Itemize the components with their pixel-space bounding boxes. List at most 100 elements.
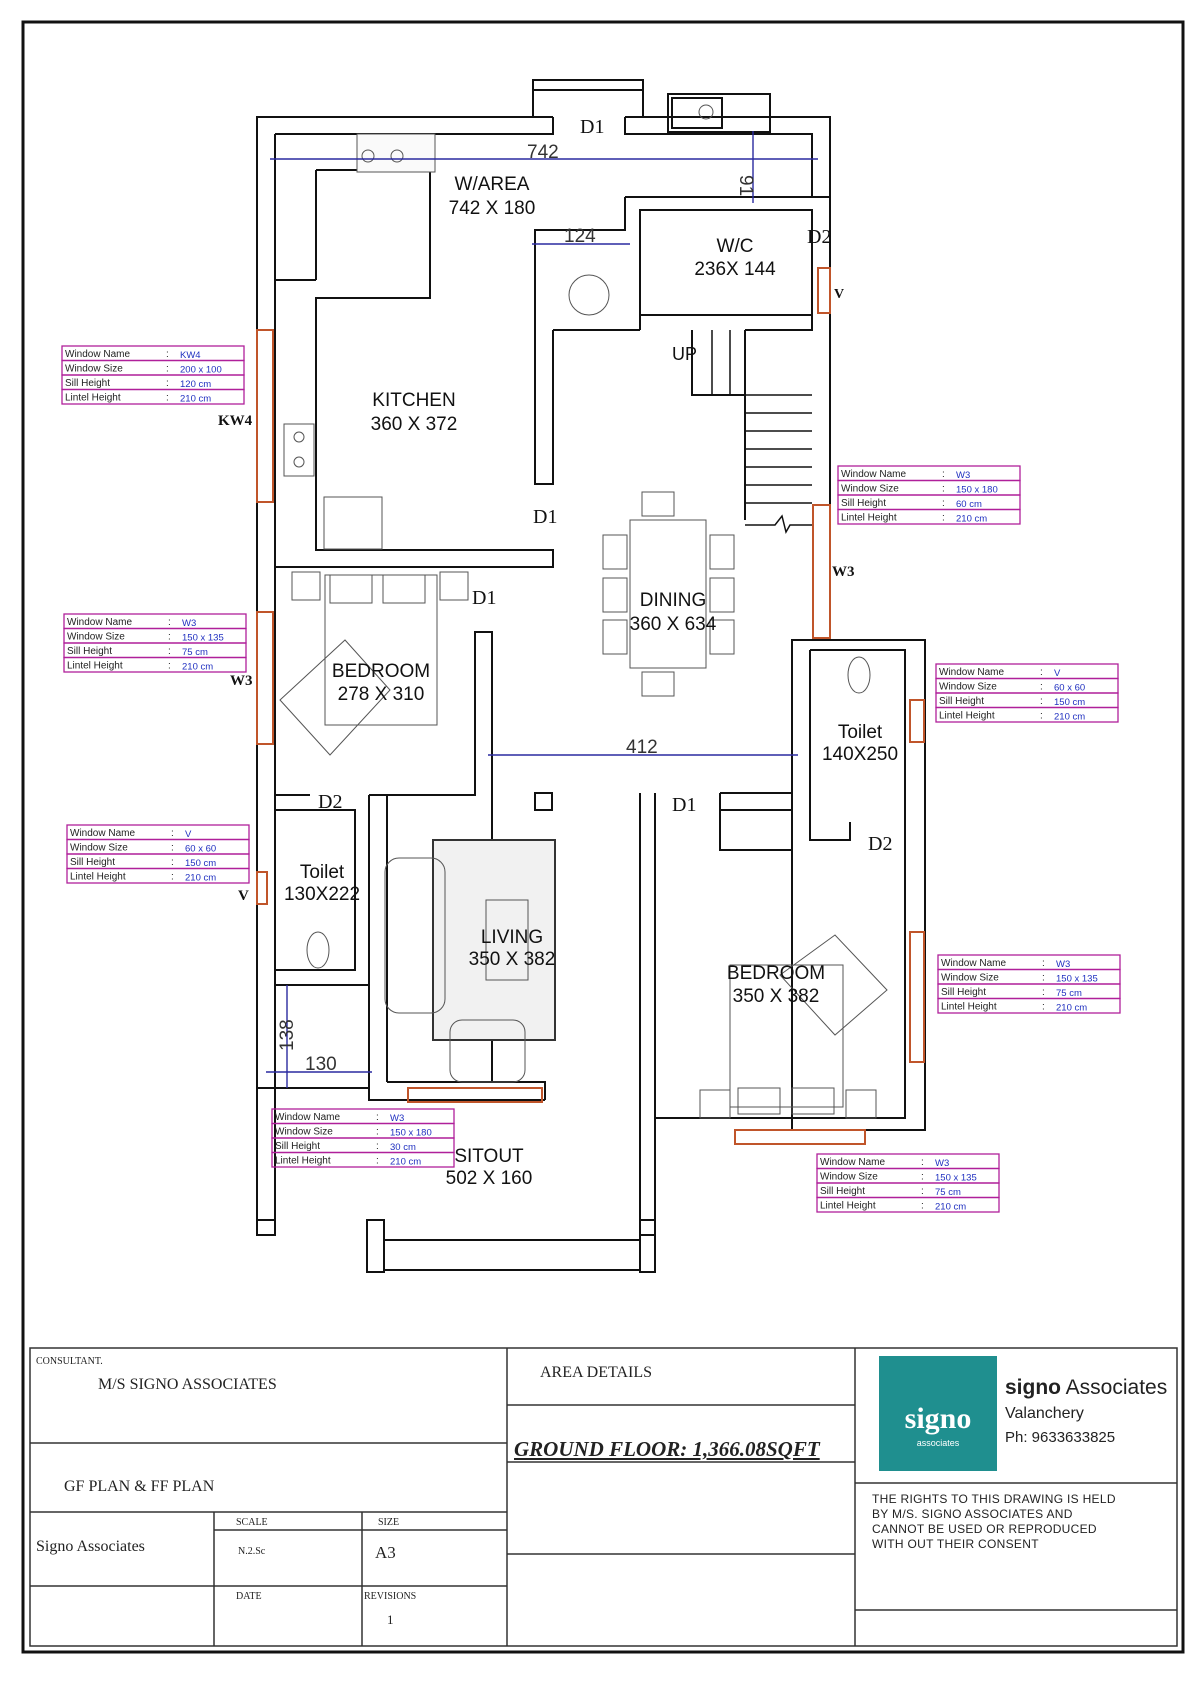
window-table-separator: :: [166, 393, 169, 404]
window-kw4-tag: KW4: [218, 413, 253, 429]
size-value: A3: [375, 1543, 396, 1562]
window-table-separator: :: [376, 1141, 379, 1152]
window-table-value-size: 150 x 135: [1056, 974, 1098, 985]
window-table-value-size: 60 x 60: [185, 844, 216, 855]
window-v-left: V: [238, 888, 249, 904]
window-table-row: [61, 388, 245, 405]
brand-phone: Ph: 9633633825: [1005, 1429, 1116, 1446]
room-bedroom2-size: 350 X 382: [733, 986, 820, 1007]
room-kitchen-size: 360 X 372: [371, 414, 458, 435]
window-table-separator: :: [921, 1186, 924, 1197]
consultant-name: M/S SIGNO ASSOCIATES: [98, 1376, 277, 1393]
dim-138: 138: [277, 1019, 298, 1051]
window-table-value-size: 150 x 180: [956, 485, 998, 496]
window-table-separator: :: [171, 843, 174, 854]
window-table-label: Window Name: [941, 958, 1006, 969]
window-table-row: [66, 867, 250, 884]
brand-name: signo Associates: [1005, 1376, 1167, 1400]
signo-logo: [879, 1356, 997, 1471]
window-table-label: Lintel Height: [70, 872, 126, 883]
window-table-value-name: W3: [956, 470, 970, 481]
window-table-label: Lintel Height: [275, 1156, 331, 1167]
window-table-label: Lintel Height: [941, 1002, 997, 1013]
rights-line: CANNOT BE USED OR REPRODUCED: [872, 1522, 1097, 1536]
room-toilet-left-size: 130X222: [284, 884, 360, 905]
window-table-separator: :: [376, 1156, 379, 1167]
room-toilet-right-name: Toilet: [838, 722, 883, 743]
window-table-separator: :: [1042, 1002, 1045, 1013]
company-name: Signo Associates: [36, 1538, 145, 1555]
room-toilet-right-size: 140X250: [822, 744, 898, 765]
brand-location: Valanchery: [1005, 1405, 1084, 1422]
window-table-value-sill: 120 cm: [180, 379, 211, 390]
dim-130: 130: [305, 1054, 337, 1075]
room-kitchen-name: KITCHEN: [372, 390, 455, 411]
window-table-separator: :: [1040, 667, 1043, 678]
window-table-value-name: W3: [935, 1158, 949, 1169]
window-table-row: [271, 1151, 455, 1168]
size-label: SIZE: [378, 1517, 400, 1528]
rights-line: THE RIGHTS TO THIS DRAWING IS HELD: [872, 1492, 1116, 1506]
date-label: DATE: [236, 1591, 262, 1602]
room-living-size: 350 X 382: [469, 949, 556, 970]
window-table-row: [937, 997, 1121, 1014]
window-table-value-lintel: 210 cm: [935, 1202, 966, 1213]
rights-line: BY M/S. SIGNO ASSOCIATES AND: [872, 1507, 1073, 1521]
scale-value: N.2.Sc: [238, 1546, 266, 1557]
window-table-label: Sill Height: [275, 1141, 320, 1152]
room-dining-name: DINING: [640, 590, 707, 611]
window-table-label: Lintel Height: [67, 661, 123, 672]
rights-line: WITH OUT THEIR CONSENT: [872, 1537, 1039, 1551]
sheet-border: [21, 20, 1185, 1654]
rights-notice: THE RIGHTS TO THIS DRAWING IS HELD BY M/…: [872, 1492, 1116, 1552]
windows: [256, 267, 925, 1145]
room-w-area-size: 742 X 180: [449, 198, 536, 219]
window-table-value-size: 60 x 60: [1054, 683, 1085, 694]
window-table-separator: :: [168, 632, 171, 643]
window-table-value-sill: 30 cm: [390, 1142, 416, 1153]
window-table-label: Window Size: [820, 1172, 878, 1183]
door-d1-living: D1: [672, 794, 696, 816]
window-table-separator: :: [168, 617, 171, 628]
window-table-value-name: W3: [182, 618, 196, 629]
window-table-value-size: 150 x 135: [182, 633, 224, 644]
brand-name-rest: Associates: [1061, 1376, 1168, 1399]
window-table-separator: :: [1042, 958, 1045, 969]
window-table-label: Window Name: [939, 667, 1004, 678]
window-table-separator: :: [171, 872, 174, 883]
dimension-texts: 742 124 91 412 138 130: [277, 142, 756, 1075]
window-table-value-sill: 150 cm: [185, 858, 216, 869]
room-living-name: LIVING: [481, 927, 543, 948]
window-table-label: Lintel Height: [841, 513, 897, 524]
window-table-value-lintel: 210 cm: [185, 873, 216, 884]
revisions-label: REVISIONS: [364, 1591, 417, 1602]
window-table-value-sill: 75 cm: [182, 647, 208, 658]
window-table-label: Sill Height: [70, 857, 115, 868]
window-table-separator: :: [171, 828, 174, 839]
window-table-value-sill: 75 cm: [1056, 988, 1082, 999]
window-table-separator: :: [921, 1201, 924, 1212]
window-table-label: Window Name: [65, 349, 130, 360]
window-table-row: [816, 1196, 1000, 1213]
window-table-separator: :: [942, 513, 945, 524]
window-table-separator: :: [921, 1172, 924, 1183]
window-table-label: Sill Height: [65, 378, 110, 389]
window-table-value-name: W3: [1056, 959, 1070, 970]
window-table-label: Sill Height: [67, 646, 112, 657]
window-table-separator: :: [1040, 711, 1043, 722]
window-table-value-size: 150 x 180: [390, 1128, 432, 1139]
window-table-label: Lintel Height: [820, 1201, 876, 1212]
window-table-separator: :: [376, 1112, 379, 1123]
window-table-value-name: KW4: [180, 350, 201, 361]
window-table-row: [935, 706, 1119, 723]
window-table-row: [837, 508, 1021, 525]
plan-tags: D1 D2 V UP KW4 D1 W3 D1 W3 D2 V D1 D2: [218, 116, 892, 904]
window-table-label: Window Name: [67, 617, 132, 628]
window-table-value-lintel: 210 cm: [182, 662, 213, 673]
dim-124: 124: [564, 226, 596, 247]
window-table-separator: :: [921, 1157, 924, 1168]
